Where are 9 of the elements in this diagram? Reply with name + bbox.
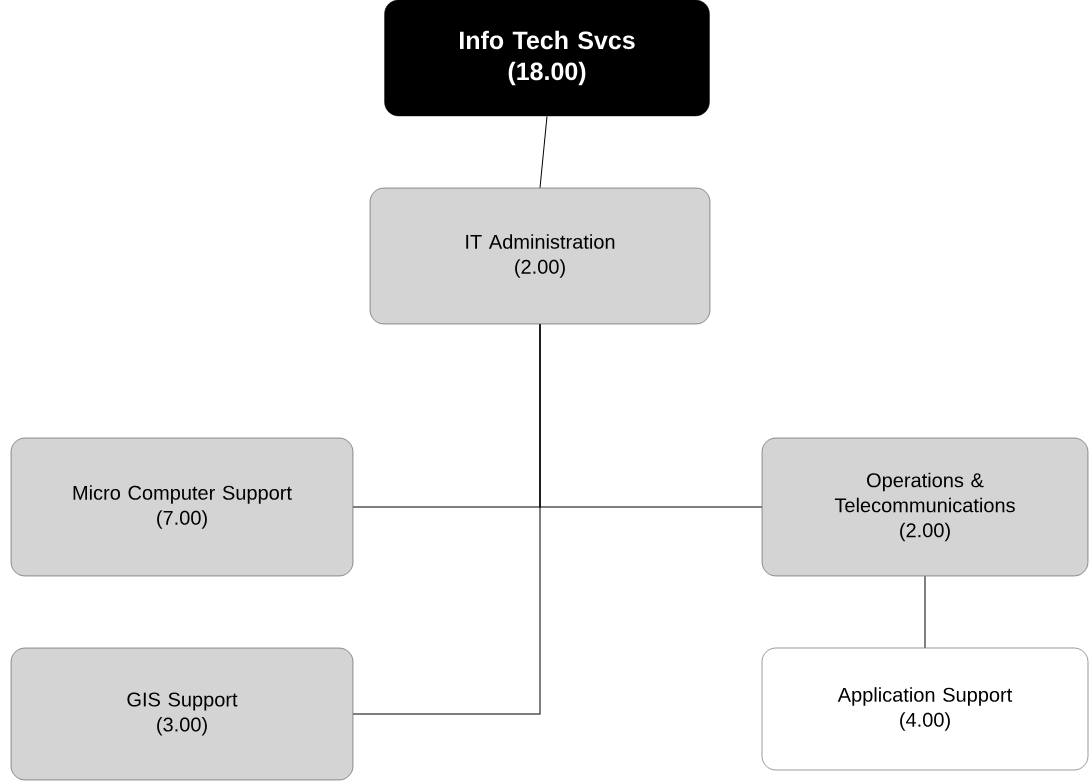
- org-box: Micro Computer Support (7.00): [10, 437, 354, 577]
- connector-line: [539, 115, 548, 189]
- connector-line: [352, 323, 541, 715]
- org-box: GIS Support (3.00): [10, 647, 354, 781]
- org-box: IT Administration (2.00): [369, 187, 711, 325]
- org-box: Operations & Telecommunications (2.00): [761, 437, 1089, 577]
- org-box: Info Tech Svcs (18.00): [384, 0, 710, 117]
- org-box: Application Support (4.00): [761, 647, 1089, 771]
- connector-line: [924, 575, 926, 649]
